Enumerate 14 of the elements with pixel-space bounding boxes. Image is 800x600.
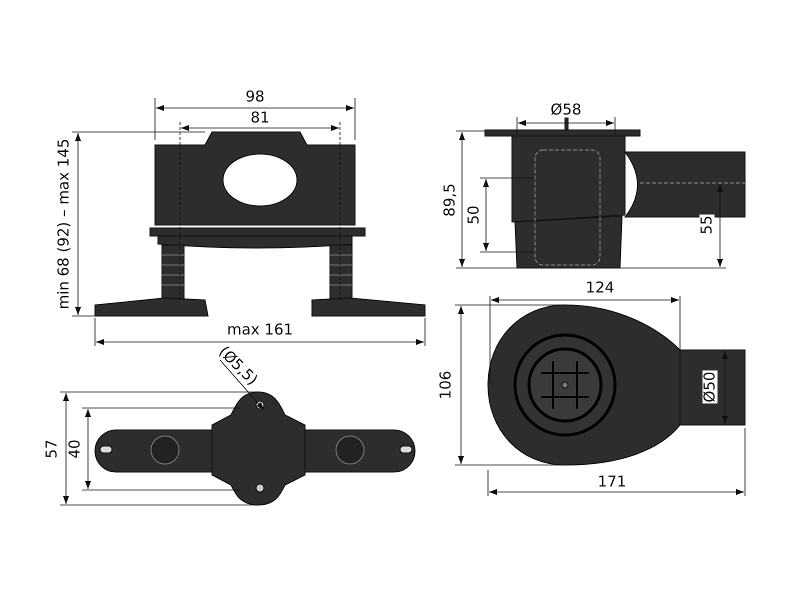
dimension-label: max 161: [226, 322, 294, 338]
dimension-label: 89,5: [442, 182, 458, 218]
dimension-label: 81: [249, 110, 271, 126]
dimension-label: 57: [44, 438, 60, 460]
dimension-label: 40: [68, 438, 82, 460]
dimension-label: 171: [596, 474, 628, 490]
dimension-label: 106: [438, 370, 454, 400]
dimension-label: min 68 (92) – max 145: [56, 138, 72, 310]
dimension-label: 50: [466, 204, 482, 226]
dimension-label: 55: [700, 214, 714, 236]
dimension-label: Ø50: [702, 370, 718, 404]
dimension-label: 124: [584, 280, 616, 296]
dimension-label: Ø58: [550, 102, 582, 118]
dimension-label: 98: [244, 90, 266, 104]
